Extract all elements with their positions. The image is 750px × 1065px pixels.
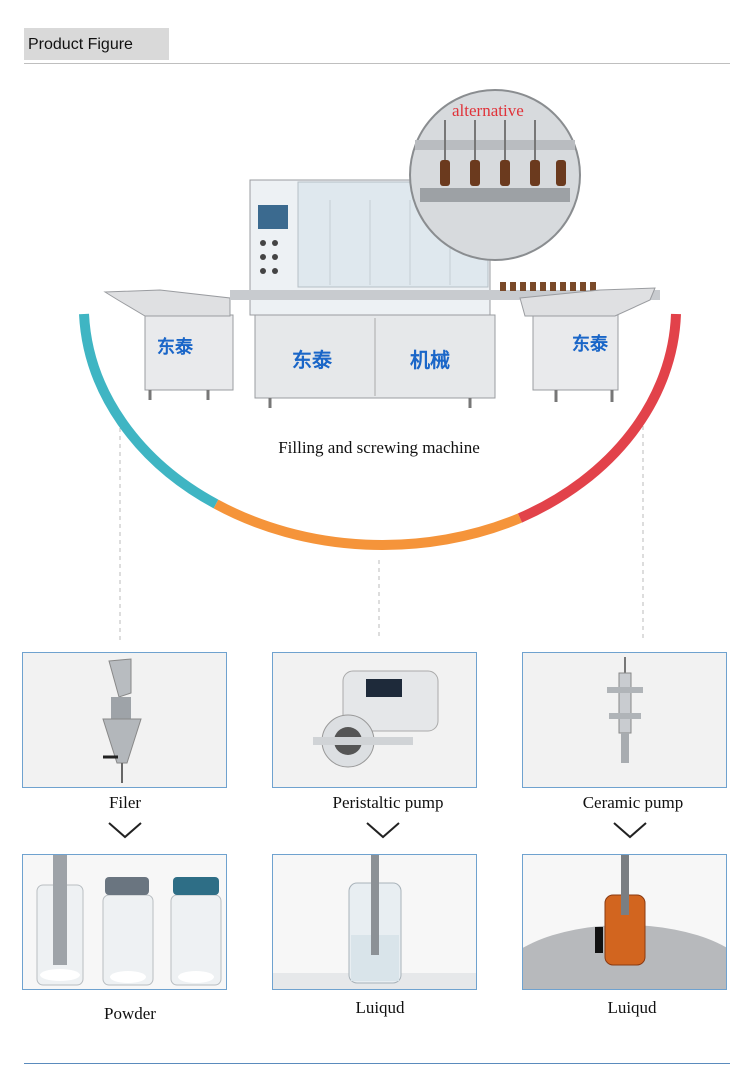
result-label-liquid-1: Luiqud xyxy=(355,998,405,1017)
chevron-down-icon xyxy=(108,822,142,839)
filer-image xyxy=(22,652,227,788)
result-label-liquid-2: Luiqud xyxy=(607,998,657,1017)
arc-teal xyxy=(79,313,219,509)
device-label-peristaltic: Peristaltic pump xyxy=(332,793,444,812)
brand-label-machinery: 机械 xyxy=(410,348,450,372)
chevron-down-icon xyxy=(613,822,647,839)
liquid-vial-image xyxy=(272,854,477,990)
alternative-inset xyxy=(409,89,581,261)
header-divider xyxy=(24,63,730,64)
chevron-down-icon xyxy=(366,822,400,839)
device-label-ceramic: Ceramic pump xyxy=(582,793,684,812)
peristaltic-pump-image xyxy=(272,652,477,788)
footer-divider xyxy=(24,1063,730,1064)
ceramic-pump-image xyxy=(522,652,727,788)
arc-orange xyxy=(213,499,522,551)
hero-illustration xyxy=(79,89,681,640)
machine-image xyxy=(103,179,660,408)
powder-vials-image xyxy=(22,854,227,990)
inset-badge: alternative xyxy=(452,101,524,120)
red-liquid-vial-image xyxy=(522,854,727,990)
result-label-powder: Powder xyxy=(104,1004,156,1023)
brand-label-left: 东泰 xyxy=(157,337,193,358)
device-label-filer: Filer xyxy=(108,793,142,812)
section-header-bar xyxy=(24,28,169,60)
section-title: Product Figure xyxy=(28,36,133,53)
machine-caption: Filling and screwing machine xyxy=(278,438,480,457)
brand-label-right: 东泰 xyxy=(572,334,608,355)
arc-red xyxy=(517,313,681,523)
brand-label-mid: 东泰 xyxy=(292,348,332,372)
